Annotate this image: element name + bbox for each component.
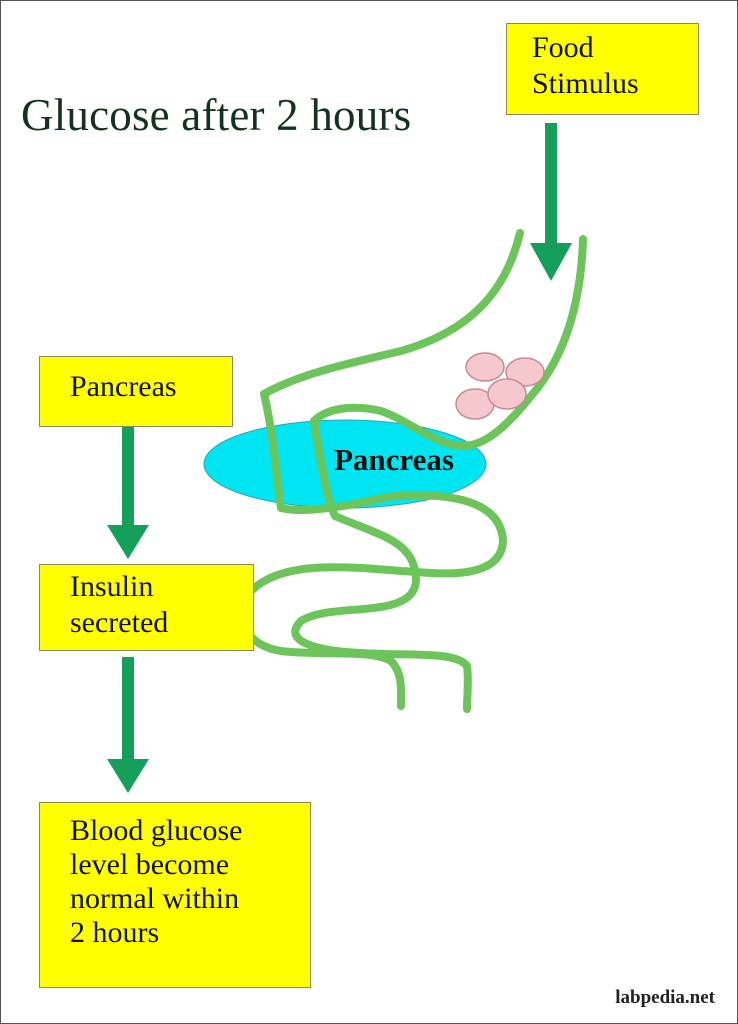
- food-stimulus-line-2: Stimulus: [532, 67, 639, 100]
- intestine-outer-loop: [238, 491, 507, 710]
- blood-glucose-box: Blood glucose level become normal within…: [39, 802, 311, 988]
- food-stimulus-box: Food Stimulus: [506, 23, 699, 115]
- blood-glucose-line-3: normal within: [70, 881, 240, 915]
- arrow-food-to-stomach: [530, 123, 572, 281]
- pancreas-box-label: Pancreas: [70, 370, 177, 403]
- site-credit: labpedia.net: [615, 987, 715, 1008]
- blood-glucose-line-1: Blood glucose: [70, 814, 243, 847]
- insulin-line-1: Insulin: [70, 570, 154, 603]
- insulin-secreted-box: Insulin secreted: [39, 564, 254, 651]
- stomach-outline: [260, 229, 524, 514]
- arrow-pancreas-to-insulin: [107, 425, 149, 559]
- food-stimulus-line-1: Food: [532, 31, 594, 64]
- blood-glucose-line-4: 2 hours: [70, 915, 160, 949]
- arrow-insulin-to-blood: [107, 657, 149, 793]
- insulin-line-2: secreted: [70, 606, 169, 639]
- intestine-loop: [291, 417, 472, 713]
- pancreas-organ-label: Pancreas: [334, 442, 454, 477]
- page-title: Glucose after 2 hours: [21, 90, 412, 140]
- food-particles: [455, 352, 545, 420]
- pancreas-box: Pancreas: [39, 356, 233, 427]
- blood-glucose-line-2: level become: [70, 847, 230, 881]
- stomach-wall-outline: [310, 235, 587, 450]
